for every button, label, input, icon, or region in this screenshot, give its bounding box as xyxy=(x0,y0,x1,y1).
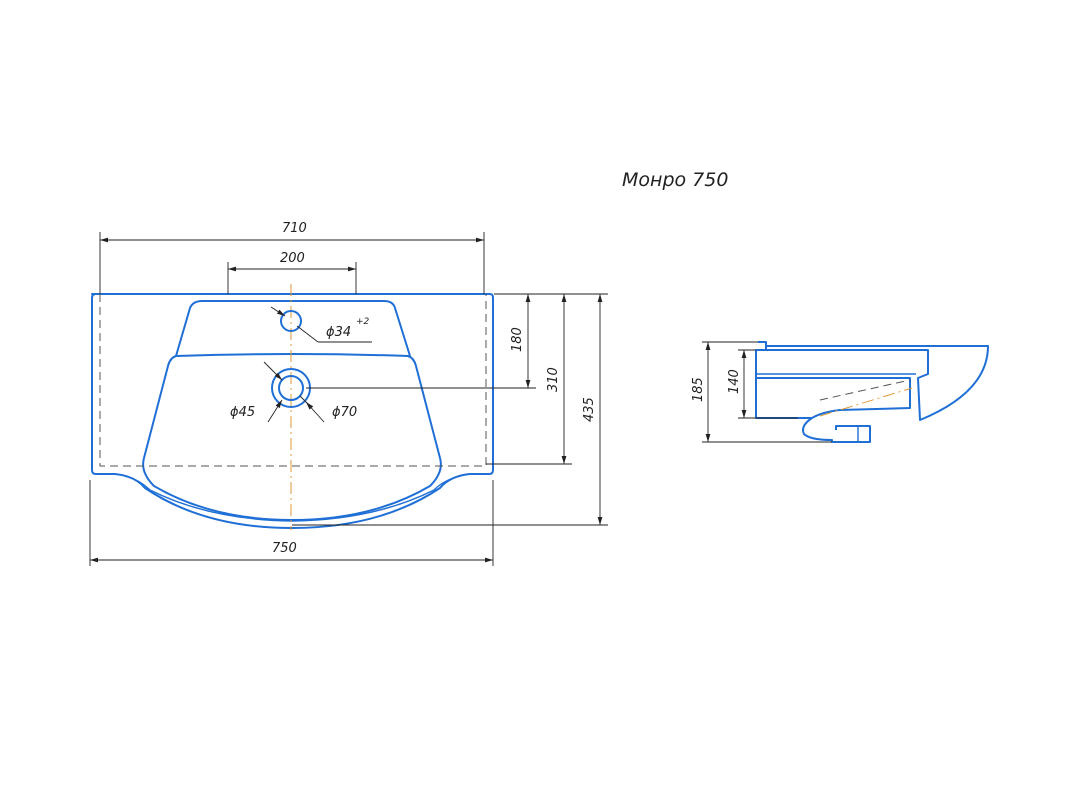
dim-label-200: 200 xyxy=(280,251,305,266)
side-back-outline xyxy=(755,341,798,419)
drain-inner-diameter-label: ϕ45 xyxy=(230,405,255,420)
top-view: 710 200 750 180 310 435 ϕ34 +2 xyxy=(89,221,608,566)
bowl-outline xyxy=(142,353,442,521)
drain-inner xyxy=(278,375,304,401)
drawing-title: Монро 750 xyxy=(622,169,728,191)
side-rim-outline xyxy=(766,345,989,421)
dim-label-435: 435 xyxy=(582,397,597,422)
dim-label-310: 310 xyxy=(546,367,561,392)
cabinet-hidden-outline xyxy=(99,294,487,467)
basin-front-rim xyxy=(124,475,461,522)
side-view: 185 140 xyxy=(691,341,989,443)
drain-outer-diameter-label: ϕ70 xyxy=(332,405,357,420)
dim-label-140: 140 xyxy=(727,369,742,394)
dim-label-180: 180 xyxy=(510,327,525,352)
tap-deck-outline xyxy=(175,300,411,357)
basin-outer-outline xyxy=(91,293,494,529)
tap-hole-diameter-label: ϕ34 xyxy=(326,325,351,340)
tap-hole-tolerance: +2 xyxy=(356,317,370,327)
side-drain-pipe xyxy=(802,417,871,443)
side-bowl-outline xyxy=(756,377,911,419)
dim-label-710: 710 xyxy=(282,221,307,236)
dim-label-185: 185 xyxy=(691,377,706,402)
side-hidden-line xyxy=(819,379,911,401)
dim-label-750: 750 xyxy=(272,541,297,556)
tap-hole xyxy=(280,310,302,332)
